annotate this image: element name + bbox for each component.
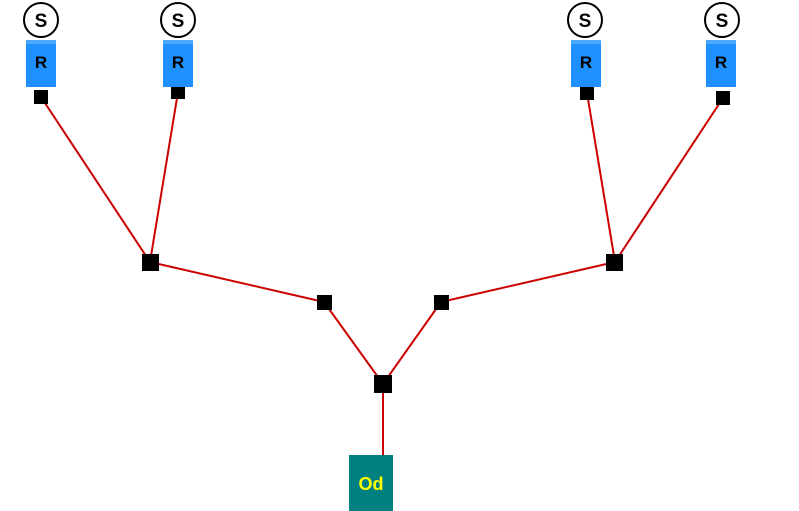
junction-node — [171, 85, 185, 99]
wire — [382, 301, 442, 385]
wire — [586, 92, 616, 263]
junction-node — [580, 86, 594, 100]
resistor-body — [571, 40, 601, 87]
wire — [614, 97, 724, 263]
resistor: R — [26, 40, 56, 87]
source-circle — [567, 2, 603, 38]
junction-node — [716, 91, 730, 105]
resistor: R — [706, 40, 736, 87]
resistor-label: R — [715, 53, 727, 72]
resistor-label: R — [35, 53, 47, 72]
source-circle — [160, 2, 196, 38]
sources: S S S S — [23, 2, 740, 38]
resistor-body — [163, 40, 193, 87]
junction-node — [374, 375, 392, 393]
junction-node — [34, 90, 48, 104]
output-block: Od — [349, 455, 393, 511]
resistor-label: R — [580, 53, 592, 72]
resistor-label: R — [172, 53, 184, 72]
wire — [323, 301, 384, 385]
source: S — [704, 2, 740, 38]
source-label: S — [579, 11, 592, 32]
source-label: S — [35, 11, 48, 32]
source: S — [23, 2, 59, 38]
resistor-cap — [163, 40, 193, 44]
junction-node — [606, 254, 623, 271]
resistor: R — [163, 40, 193, 87]
wire — [440, 261, 616, 303]
output-box — [349, 455, 393, 511]
source-label: S — [172, 11, 185, 32]
junction-node — [142, 254, 159, 271]
source-circle — [23, 2, 59, 38]
resistor-body — [26, 40, 56, 87]
resistor-cap — [26, 40, 56, 44]
output-label: Od — [359, 474, 384, 494]
wire — [149, 261, 325, 303]
wire — [40, 96, 151, 263]
junction-node — [317, 295, 332, 310]
resistor: R — [571, 40, 601, 87]
resistors: R R R R — [26, 40, 736, 87]
source-circle — [704, 2, 740, 38]
source: S — [160, 2, 196, 38]
wire — [149, 91, 179, 263]
resistor-cap — [571, 40, 601, 44]
source: S — [567, 2, 603, 38]
wires — [40, 91, 724, 455]
junction-nodes — [34, 85, 730, 393]
source-label: S — [716, 11, 729, 32]
resistor-cap — [706, 40, 736, 44]
resistor-body — [706, 40, 736, 87]
junction-node — [434, 295, 449, 310]
